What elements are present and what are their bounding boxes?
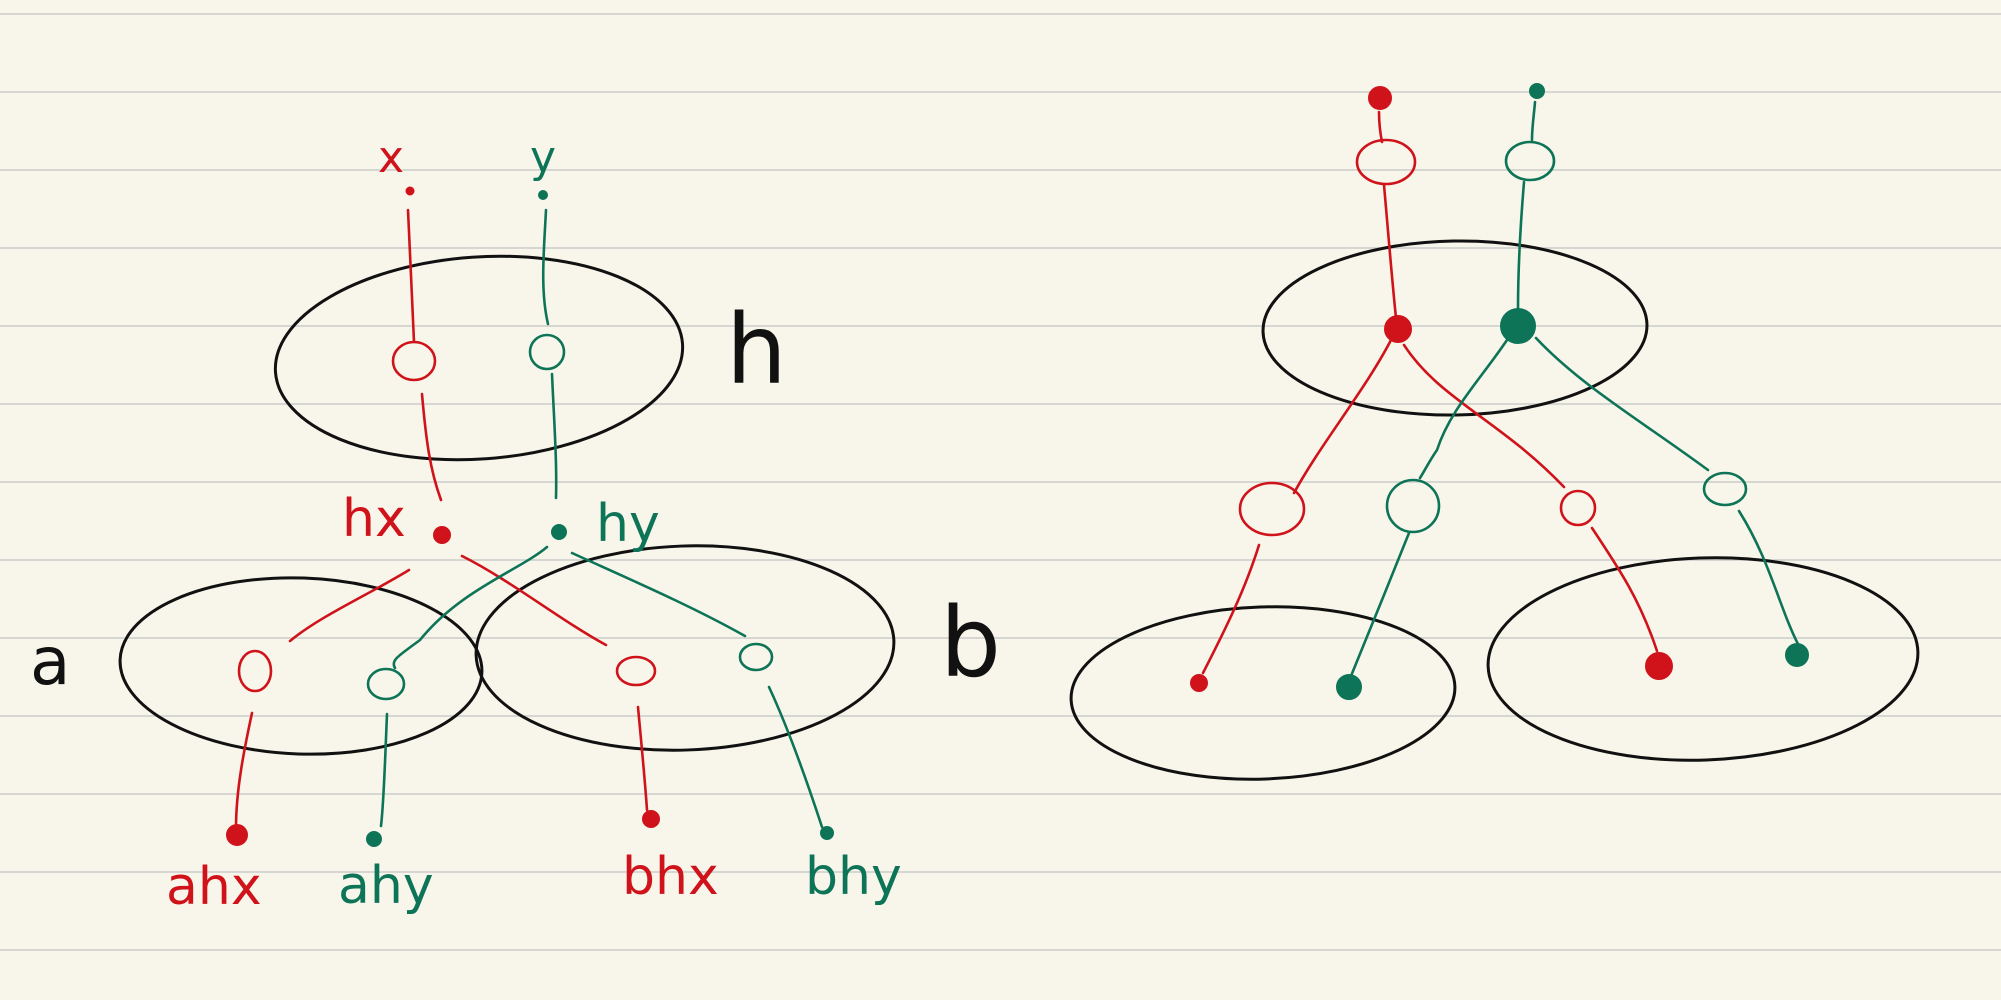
hx-dot bbox=[433, 526, 451, 544]
node-b-x bbox=[615, 655, 657, 687]
right-edge-red-into-set bbox=[1382, 183, 1398, 320]
edge-hy-to-b bbox=[570, 551, 747, 638]
edge-hx-to-a bbox=[288, 568, 411, 643]
right-node-red-in-set bbox=[1384, 315, 1412, 343]
right-node-red-mid-left bbox=[1238, 481, 1306, 537]
right-node-red-mid-right bbox=[1559, 489, 1597, 527]
ahx-label: ahx bbox=[166, 857, 262, 917]
right-set-left-ellipse bbox=[1069, 605, 1457, 781]
set-h-label: h bbox=[726, 294, 787, 406]
input-y-label: y bbox=[530, 132, 556, 183]
right-node-green-mid-left bbox=[1385, 478, 1441, 534]
edge-hy-node-down bbox=[550, 372, 558, 500]
right-edge-green-to-left bbox=[1418, 338, 1509, 480]
edge-hx-to-b bbox=[460, 554, 608, 647]
node-b-y bbox=[738, 642, 774, 672]
right-diagram bbox=[1069, 83, 1920, 781]
right-edge-green-top bbox=[1530, 100, 1537, 142]
bhx-label: bhx bbox=[622, 847, 719, 907]
right-edge-green-to-bottom-right bbox=[1737, 509, 1801, 648]
ahx-dot bbox=[226, 824, 248, 846]
edge-hy-to-a bbox=[392, 545, 549, 670]
edge-b-y-to-bhy bbox=[767, 685, 824, 829]
node-a-y bbox=[366, 667, 406, 701]
bhx-dot bbox=[642, 810, 660, 828]
edge-b-x-to-bhx bbox=[636, 705, 649, 812]
right-node-red-upper bbox=[1355, 138, 1417, 186]
right-set-top-ellipse bbox=[1261, 239, 1649, 417]
right-set-right-ellipse bbox=[1486, 556, 1920, 762]
edge-a-x-to-ahx bbox=[234, 711, 254, 830]
hy-label: hy bbox=[596, 494, 660, 554]
left-diagram: h a b x y hx hy bbox=[30, 132, 1001, 917]
right-edge-green-into-set bbox=[1516, 180, 1526, 312]
bhy-dot bbox=[820, 826, 834, 840]
right-edge-red-to-bottom-left bbox=[1201, 543, 1261, 675]
node-a-x bbox=[237, 649, 273, 693]
edge-x-to-hx-node bbox=[406, 208, 416, 344]
right-input-green-dot bbox=[1529, 83, 1545, 99]
right-node-green-upper bbox=[1504, 140, 1556, 182]
set-b-ellipse bbox=[474, 544, 896, 752]
right-input-red-dot bbox=[1368, 86, 1392, 110]
input-x-dot bbox=[405, 186, 415, 196]
bhy-label: bhy bbox=[805, 847, 902, 907]
right-node-red-bottom-right bbox=[1645, 652, 1673, 680]
set-a-label: a bbox=[30, 623, 70, 700]
hy-dot bbox=[551, 524, 567, 540]
right-edge-red-to-right bbox=[1402, 343, 1566, 489]
ahy-label: ahy bbox=[338, 856, 434, 916]
set-b-label: b bbox=[940, 587, 1001, 699]
right-node-green-in-set bbox=[1500, 308, 1536, 344]
input-x-label: x bbox=[378, 132, 404, 183]
right-node-green-bottom-left bbox=[1336, 674, 1362, 700]
right-edge-green-to-bottom-left bbox=[1349, 531, 1411, 678]
set-h-ellipse bbox=[273, 254, 685, 462]
right-edge-red-top bbox=[1377, 110, 1384, 144]
right-node-red-bottom-left bbox=[1190, 674, 1208, 692]
ahy-dot bbox=[366, 831, 382, 847]
input-y-dot bbox=[538, 190, 548, 200]
edge-y-to-hy-node bbox=[541, 208, 550, 326]
ruled-lines bbox=[0, 13, 2001, 951]
edge-a-y-to-ahy bbox=[379, 712, 389, 828]
hx-label: hx bbox=[342, 489, 406, 549]
right-edge-green-to-right bbox=[1534, 336, 1710, 472]
set-a-ellipse bbox=[118, 576, 484, 756]
right-edge-red-to-bottom-right bbox=[1590, 526, 1659, 653]
edge-hx-node-down bbox=[420, 392, 443, 502]
right-node-green-mid-right bbox=[1702, 471, 1748, 507]
node-h-y bbox=[528, 333, 566, 371]
node-h-x bbox=[391, 340, 437, 382]
right-edge-red-to-left bbox=[1292, 338, 1393, 495]
right-node-green-bottom-right bbox=[1785, 643, 1809, 667]
